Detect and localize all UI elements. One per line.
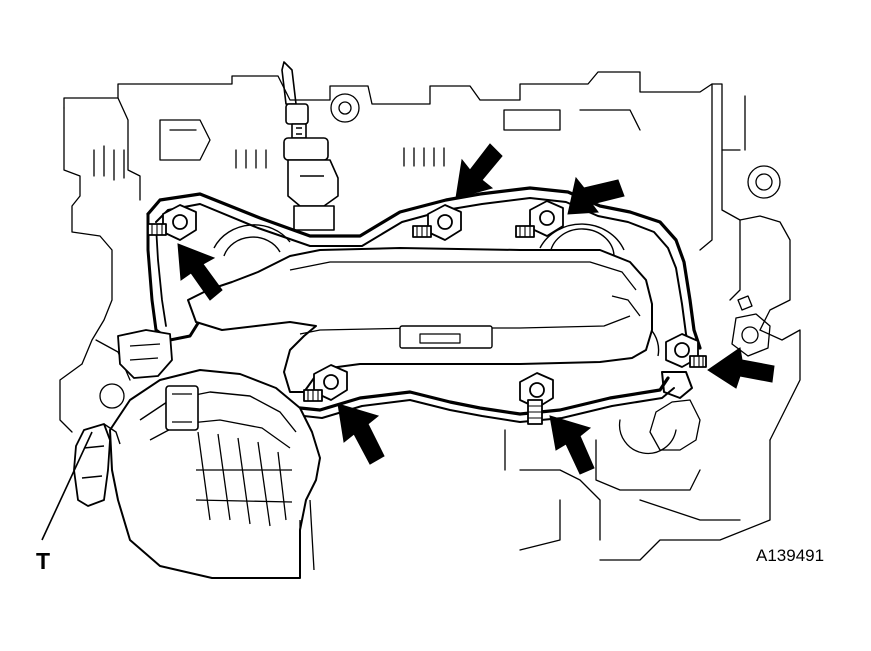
bolt-icon bbox=[412, 204, 462, 241]
pointer-arrow-icon bbox=[177, 243, 223, 301]
bolt-icon bbox=[147, 204, 197, 241]
service-tool-clip bbox=[73, 423, 121, 507]
pointer-arrow-icon bbox=[707, 347, 775, 389]
tool-callout-label: T bbox=[36, 548, 51, 574]
engine-block-background bbox=[59, 71, 801, 561]
pointer-arrows bbox=[177, 143, 775, 475]
tool-callout-leader bbox=[41, 431, 93, 541]
lower-heat-shield bbox=[109, 369, 321, 579]
pointer-arrow-icon bbox=[455, 143, 503, 199]
manifold-flange-outline bbox=[146, 186, 702, 423]
pointer-arrow-icon bbox=[337, 403, 385, 465]
exhaust-ports bbox=[213, 223, 660, 357]
left-bracket bbox=[117, 329, 173, 379]
oxygen-sensor bbox=[281, 61, 339, 231]
bolt-icon bbox=[665, 333, 707, 368]
figure-code-label: A139491 bbox=[756, 546, 825, 565]
bolt-icon bbox=[303, 364, 348, 402]
pointer-arrow-icon bbox=[549, 415, 595, 475]
pointer-arrow-icon bbox=[567, 176, 625, 215]
bolt-icon bbox=[515, 200, 564, 238]
bolts bbox=[147, 200, 707, 425]
manifold-heat-insulator bbox=[187, 247, 653, 393]
bolt-icon bbox=[519, 372, 554, 425]
